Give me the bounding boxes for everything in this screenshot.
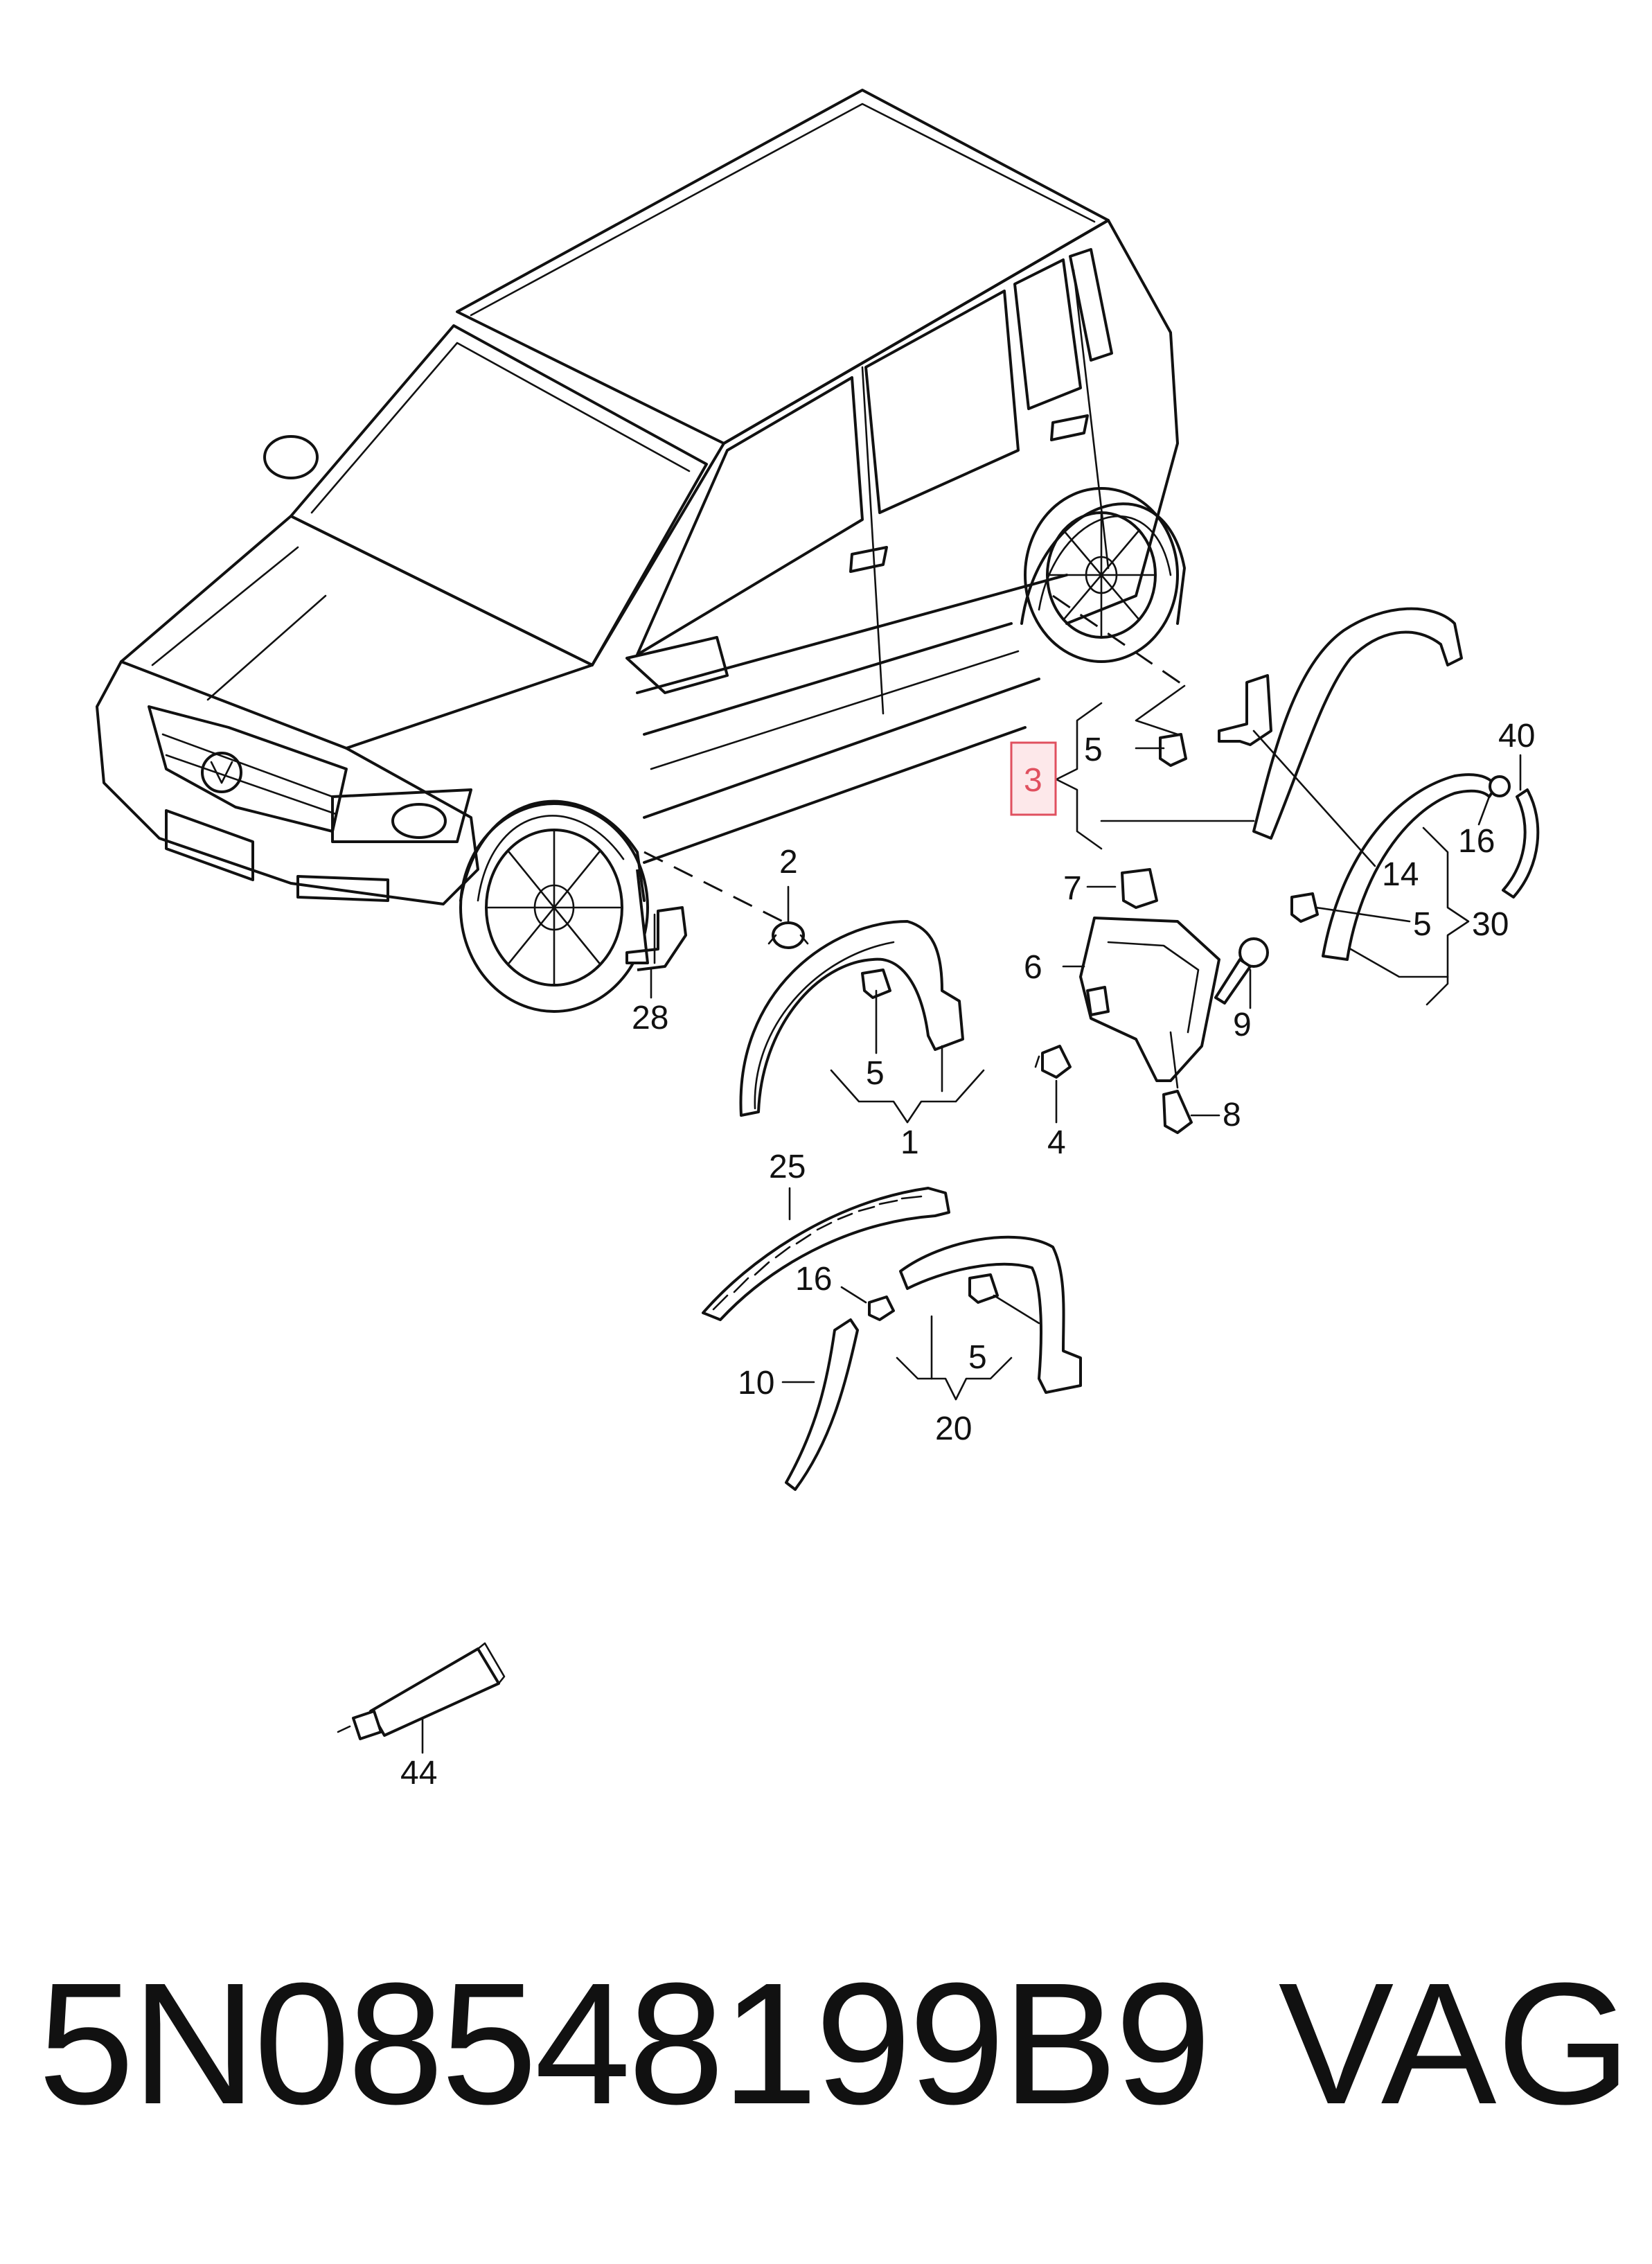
part-4: [1034, 1045, 1072, 1079]
callout-16-right: 16: [1458, 823, 1495, 860]
callout-leaders: [421, 702, 1522, 1754]
callout-1: 1: [900, 1124, 919, 1161]
callout-30: 30: [1472, 906, 1509, 943]
part-16-lower: [868, 1295, 895, 1321]
callout-3-highlight: [1010, 741, 1057, 816]
brand-label: VAG: [1278, 1947, 1631, 2140]
callout-2: 2: [779, 844, 798, 881]
part-25: [702, 1187, 950, 1321]
callout-5-right: 5: [1413, 906, 1432, 943]
callout-40: 40: [1498, 718, 1535, 754]
callout-5-lower: 5: [968, 1339, 987, 1376]
part-7: [1121, 868, 1158, 909]
part-2: [767, 921, 809, 949]
callout-7: 7: [1063, 870, 1082, 907]
part-number: 5N08548199B9: [38, 1947, 1211, 2140]
part-28: [625, 869, 687, 971]
part-6: [1079, 917, 1220, 1082]
part-8: [1162, 1090, 1193, 1134]
callout-20: 20: [935, 1410, 972, 1447]
callout-25: 25: [769, 1149, 806, 1185]
callout-labels: 2 28 5 1 25 16 10 5 20 3 5 7 6 9 8 4 14 …: [400, 718, 1535, 1792]
callout-3: 3: [1024, 762, 1042, 799]
part-44: [337, 1642, 506, 1740]
leader-lines: [643, 594, 1186, 923]
part-9: [1214, 937, 1269, 1005]
vehicle-illustration: [96, 89, 1186, 1013]
callout-14: 14: [1382, 856, 1419, 893]
callout-5-upper: 5: [1084, 732, 1103, 768]
part-3: [1159, 607, 1463, 840]
part-1: [739, 920, 964, 1117]
callout-10: 10: [738, 1365, 774, 1401]
part-40: [1489, 775, 1540, 899]
callout-9: 9: [1233, 1007, 1252, 1043]
part-10: [785, 1318, 859, 1491]
callout-5-front: 5: [866, 1055, 885, 1092]
callout-28: 28: [632, 1000, 668, 1036]
part-20: [899, 1235, 1082, 1394]
callout-6: 6: [1024, 949, 1042, 986]
callout-4: 4: [1047, 1124, 1066, 1161]
callout-16-lower: 16: [795, 1261, 832, 1298]
callout-44: 44: [400, 1755, 437, 1792]
callout-8: 8: [1223, 1097, 1241, 1133]
